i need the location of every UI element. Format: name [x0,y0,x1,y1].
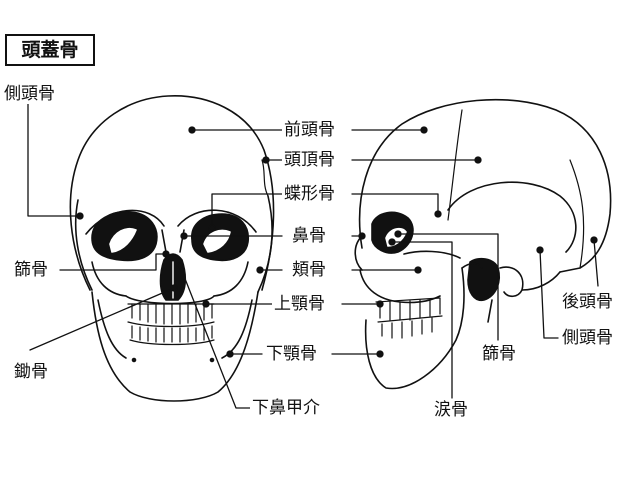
label-kotokotsu: 後頭骨 [560,292,615,312]
side-occipital-base [521,271,561,291]
label-kyokotsu: 頬骨 [290,260,328,280]
label-tochokotsu: 頭頂骨 [282,150,337,170]
side-coronal-suture [447,109,463,221]
side-mandible [364,267,465,390]
label-sokutokotsu-top: 側頭骨 [2,84,57,104]
label-jogakukotsu: 上顎骨 [272,294,327,314]
side-mastoid [499,266,524,298]
leader-lines [27,101,599,409]
label-shikotsu-right: 篩骨 [480,344,518,364]
label-shikotsu-left: 篩骨 [12,260,50,280]
label-jokotsu: 鋤骨 [12,362,50,382]
front-orbit-left-highlight [109,228,137,253]
side-temporal-outline [447,181,577,253]
front-mandible-ramus-left [97,299,127,359]
front-mandible [91,291,259,402]
label-zentokotsu: 前頭骨 [282,120,337,140]
side-mandible-ramus [461,262,483,269]
front-nasal-bone [161,229,185,253]
label-bikotsu: 鼻骨 [290,226,328,246]
front-cranium-outline [69,95,275,291]
label-chokeikotsu: 蝶形骨 [282,184,337,204]
label-sokutokotsu-right: 側頭骨 [560,328,615,348]
front-upper-teeth [127,303,215,346]
front-mandible-ramus-right [221,299,253,359]
label-kabikokai: 下鼻甲介 [250,398,322,418]
side-teeth [375,297,443,339]
front-temporal-left [74,199,93,291]
front-cheek-right [213,261,249,297]
front-skull [69,95,275,402]
side-lambdoid-suture [569,159,585,269]
front-suture [261,159,269,197]
front-temporal-right [257,195,273,293]
title-box: 頭蓋骨 [5,34,95,66]
label-ruikotsu: 涙骨 [432,400,470,420]
label-kagakukotsu: 下顎骨 [264,344,319,364]
side-maxilla [359,269,441,304]
front-cheek-left [91,261,127,297]
front-brow [85,209,257,235]
side-zygomatic [403,250,461,259]
side-ear-region [467,257,500,302]
side-styloid [487,299,493,323]
